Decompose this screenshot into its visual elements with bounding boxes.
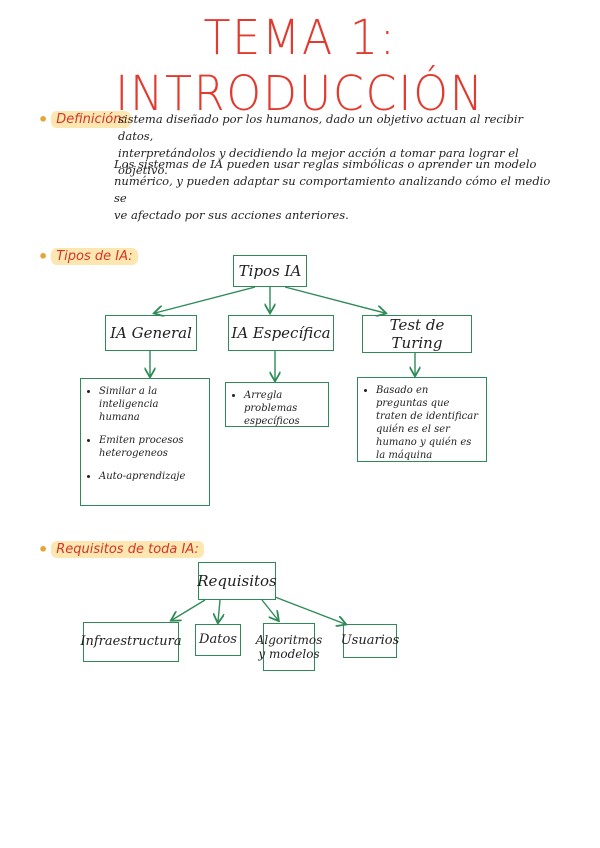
definicion-paragraph-2: Los sistemas de IA pueden usar reglas si… xyxy=(114,157,551,222)
arrow xyxy=(155,286,256,313)
definicion-text: sistema diseñado por los humanos, dado u… xyxy=(118,112,524,177)
list-item: Auto-aprendizaje xyxy=(99,470,201,483)
list-item: Similar a la inteligencia humana xyxy=(99,385,201,424)
definicion-heading: • Definición: xyxy=(38,110,131,129)
ia-general-list: Similar a la inteligencia humana Emiten … xyxy=(80,378,210,506)
test-turing-list: Basado en preguntas que traten de identi… xyxy=(357,377,487,462)
ia-especifica-list: Arregla problemas específicos xyxy=(225,382,329,427)
tipos-root-node: Tipos IA xyxy=(233,255,307,287)
infraestructura-node: Infraestructura xyxy=(80,622,182,662)
page-title: TEMA 1: INTRODUCCIÓN xyxy=(115,10,485,122)
bullet-icon: • xyxy=(38,247,49,266)
algoritmos-node: Algoritmos y modelos xyxy=(256,623,322,671)
tipos-heading: • Tipos de IA: xyxy=(38,247,138,266)
bullet-icon: • xyxy=(38,110,49,129)
ia-general-node: IA General xyxy=(105,315,197,351)
list-item: Basado en preguntas que traten de identi… xyxy=(376,384,478,462)
usuarios-node: Usuarios xyxy=(341,624,399,658)
arrow xyxy=(261,599,278,620)
arrow xyxy=(172,599,206,620)
test-turing-node: Test de Turing xyxy=(362,315,472,353)
list-item: Emiten procesos heterogeneos xyxy=(99,434,201,460)
datos-node: Datos xyxy=(195,624,241,656)
requisitos-heading: • Requisitos de toda IA: xyxy=(38,540,204,559)
arrow xyxy=(284,286,385,313)
arrow xyxy=(218,599,220,622)
ia-especifica-node: IA Específica xyxy=(228,315,334,351)
arrow xyxy=(274,596,345,624)
list-item: Arregla problemas específicos xyxy=(244,389,320,428)
requisitos-root-node: Requisitos xyxy=(197,562,277,600)
bullet-icon: • xyxy=(38,540,49,559)
